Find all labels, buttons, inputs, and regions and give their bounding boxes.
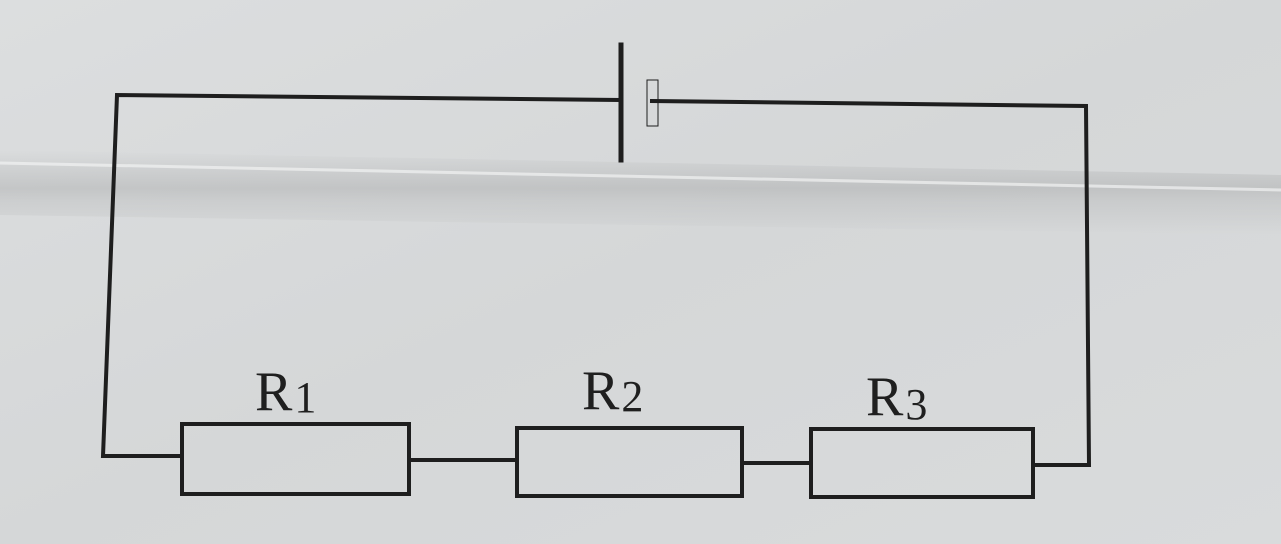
resistor-r3 [809,427,1035,499]
resistor-r1 [180,422,411,496]
cell-icon [618,42,659,163]
label-r2: R2 [582,360,643,422]
wire-top-right [649,98,1092,467]
cell-short-plate [646,79,659,127]
label-r3: R3 [866,366,927,429]
resistor-r2 [515,426,744,498]
label-r1: R1 [255,361,316,423]
wire-top-left [100,92,623,458]
